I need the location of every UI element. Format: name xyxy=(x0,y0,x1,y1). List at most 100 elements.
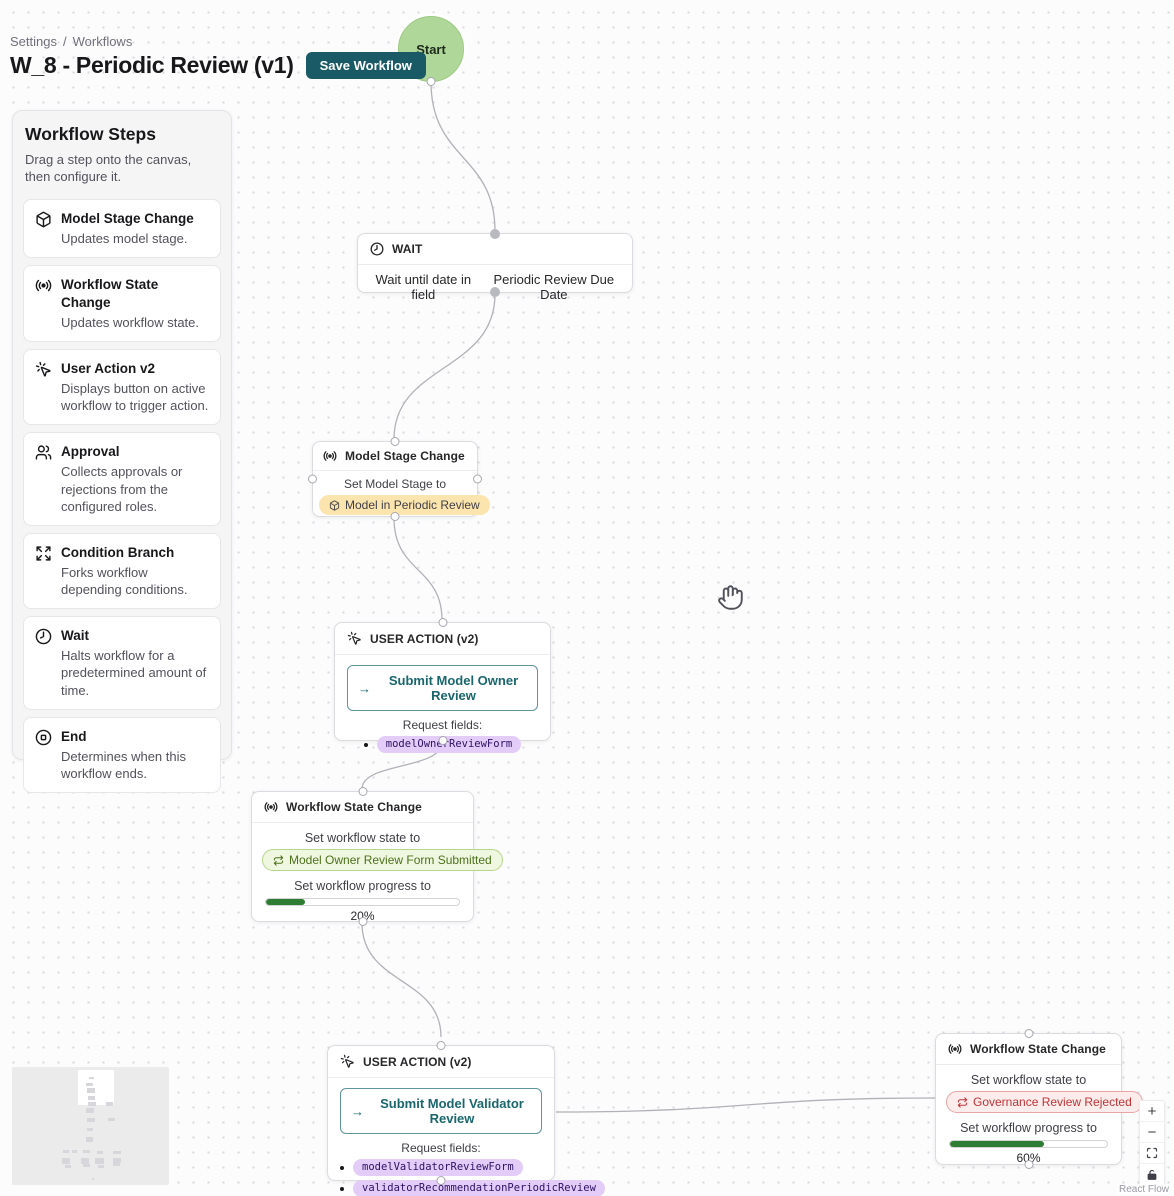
step-label: Condition Branch xyxy=(61,544,175,560)
minimap-node xyxy=(106,1102,113,1106)
node-handle[interactable] xyxy=(308,474,317,484)
arrow-right-icon: → xyxy=(351,1103,364,1119)
node-handle[interactable] xyxy=(1024,1029,1033,1038)
edge-wait-modelstage xyxy=(393,293,496,440)
minimap-node xyxy=(92,1178,94,1180)
node-title: USER ACTION (v2) xyxy=(363,1054,472,1069)
submit-model-validator-review-button[interactable]: → Submit Model Validator Review xyxy=(340,1088,542,1134)
step-card-end[interactable]: End Determines when this workflow ends. xyxy=(23,716,221,793)
step-description: Collects approvals or rejections from th… xyxy=(61,464,183,514)
node-handle[interactable] xyxy=(490,287,500,297)
node-model-stage-change[interactable]: Model Stage Change Set Model Stage to Mo… xyxy=(308,437,490,521)
progress-value: 20% xyxy=(350,909,375,923)
bullet-icon xyxy=(340,1165,344,1170)
minimap-node xyxy=(113,1151,121,1154)
node-handle[interactable] xyxy=(390,512,400,521)
repeat-icon xyxy=(273,854,284,866)
node-handle[interactable] xyxy=(438,736,447,745)
node-user-action-1[interactable]: USER ACTION (v2) → Submit Model Owner Re… xyxy=(334,618,551,754)
box-icon xyxy=(329,499,340,511)
users-icon xyxy=(35,444,52,461)
set-progress-label: Set workflow progress to xyxy=(294,879,431,893)
node-handle[interactable] xyxy=(426,77,436,86)
node-handle[interactable] xyxy=(490,229,500,239)
minimap-node xyxy=(108,1118,115,1121)
page-title: W_8 - Periodic Review (v1) xyxy=(10,52,294,78)
step-description: Halts workflow for a predetermined amoun… xyxy=(61,648,207,698)
stage-badge: Model in Periodic Review xyxy=(319,495,490,515)
minimap-node xyxy=(88,1102,96,1106)
minimap-node xyxy=(86,1083,93,1086)
fit-view-icon xyxy=(1146,1147,1158,1159)
save-workflow-button[interactable]: Save Workflow xyxy=(305,52,426,79)
step-card-user-action-v2[interactable]: User Action v2 Displays button on active… xyxy=(23,349,221,426)
mouse-pointer-click-icon xyxy=(340,1054,355,1069)
expand-icon xyxy=(35,545,52,562)
state-badge-label: Model Owner Review Form Submitted xyxy=(289,852,492,867)
node-handle[interactable] xyxy=(438,618,447,627)
set-progress-label: Set workflow progress to xyxy=(960,1121,1097,1135)
step-label: Workflow State Change xyxy=(61,276,159,310)
panel-title: Workflow Steps xyxy=(25,124,156,144)
arrow-right-icon: → xyxy=(358,680,371,696)
minimap-node xyxy=(72,1150,77,1153)
step-card-workflow-state-change[interactable]: Workflow State Change Updates workflow s… xyxy=(23,264,221,343)
page-header: Settings / Workflows W_8 - Periodic Revi… xyxy=(10,34,426,79)
breadcrumb-separator: / xyxy=(62,34,67,49)
node-title: Workflow State Change xyxy=(970,1042,1106,1056)
progress-bar xyxy=(265,898,460,906)
step-card-condition-branch[interactable]: Condition Branch Forks workflow dependin… xyxy=(23,532,221,610)
minimap-node xyxy=(87,1128,93,1131)
breadcrumb-workflows[interactable]: Workflows xyxy=(72,34,133,49)
state-badge: Governance Review Rejected xyxy=(946,1091,1143,1113)
node-handle[interactable] xyxy=(436,1041,446,1050)
edge-statechange1-useraction2 xyxy=(361,922,442,1038)
wait-text: Wait until date in field xyxy=(375,272,472,302)
step-label: Wait xyxy=(61,628,89,644)
workflow-steps-panel: Workflow Steps Drag a step onto the canv… xyxy=(12,110,232,793)
node-handle[interactable] xyxy=(358,787,367,796)
minimap-node xyxy=(81,1158,89,1164)
zoom-out-button[interactable]: − xyxy=(1140,1122,1164,1143)
minimap-viewport[interactable] xyxy=(78,1070,114,1105)
node-title: Model Stage Change xyxy=(345,449,465,463)
minimap-node xyxy=(87,1118,95,1122)
hand-grab-cursor-icon xyxy=(717,584,744,611)
request-fields-label: Request fields: xyxy=(401,1141,481,1155)
zoom-in-button[interactable]: + xyxy=(1140,1101,1164,1122)
step-card-approval[interactable]: Approval Collects approvals or rejection… xyxy=(23,432,221,526)
step-label: End xyxy=(61,728,87,744)
node-handle[interactable] xyxy=(473,474,482,484)
breadcrumb-settings[interactable]: Settings xyxy=(10,34,57,49)
step-label: Approval xyxy=(61,444,120,460)
node-state-change-2[interactable]: Workflow State Change Set workflow state… xyxy=(935,1029,1143,1169)
step-card-model-stage-change[interactable]: Model Stage Change Updates model stage. xyxy=(23,198,221,258)
node-handle[interactable] xyxy=(436,1176,446,1185)
submit-model-owner-review-button[interactable]: → Submit Model Owner Review xyxy=(347,665,538,711)
minimap[interactable] xyxy=(12,1067,169,1185)
minimap-node xyxy=(89,1077,94,1079)
step-card-wait[interactable]: Wait Halts workflow for a predetermined … xyxy=(23,616,221,710)
minimap-node xyxy=(63,1150,69,1153)
flow-controls: + − xyxy=(1139,1100,1165,1186)
step-description: Displays button on active workflow to tr… xyxy=(61,381,209,414)
minimap-node xyxy=(86,1108,94,1113)
react-flow-attribution[interactable]: React Flow xyxy=(1116,1184,1171,1195)
set-stage-label: Set Model Stage to xyxy=(343,477,447,491)
minimap-node xyxy=(65,1165,71,1168)
minimap-node xyxy=(83,1164,90,1167)
node-user-action-2[interactable]: USER ACTION (v2) → Submit Model Validato… xyxy=(327,1041,605,1196)
step-description: Updates workflow state. xyxy=(61,314,200,330)
node-handle[interactable] xyxy=(390,437,400,446)
bullet-icon xyxy=(340,1186,344,1191)
repeat-icon xyxy=(957,1096,968,1108)
node-state-change-1[interactable]: Workflow State Change Set workflow state… xyxy=(251,787,503,926)
minimap-node xyxy=(95,1158,104,1164)
node-handle[interactable] xyxy=(358,917,367,926)
node-handle[interactable] xyxy=(1024,1160,1033,1169)
node-wait[interactable]: WAIT Wait until date in field Periodic R… xyxy=(357,229,633,302)
field-badge: modelValidatorReviewForm xyxy=(353,1159,523,1177)
lock-button[interactable] xyxy=(1140,1164,1164,1185)
minimap-node xyxy=(87,1088,95,1093)
fit-view-button[interactable] xyxy=(1140,1143,1164,1164)
